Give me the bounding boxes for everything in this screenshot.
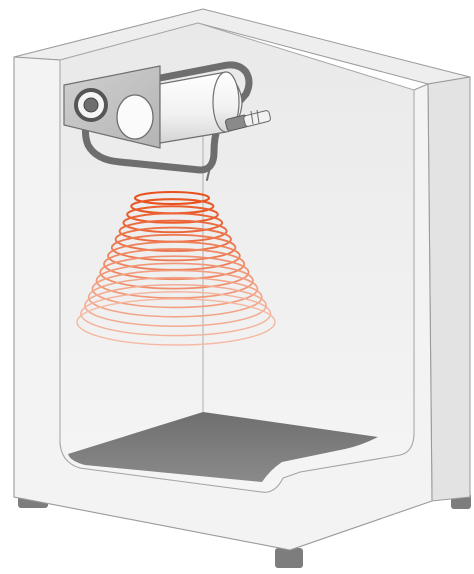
cabinet-right-side [428, 77, 470, 501]
emitter-sensor-disk [117, 95, 153, 139]
emitter-lens-inner [84, 98, 98, 112]
foot-front-right [275, 548, 303, 568]
